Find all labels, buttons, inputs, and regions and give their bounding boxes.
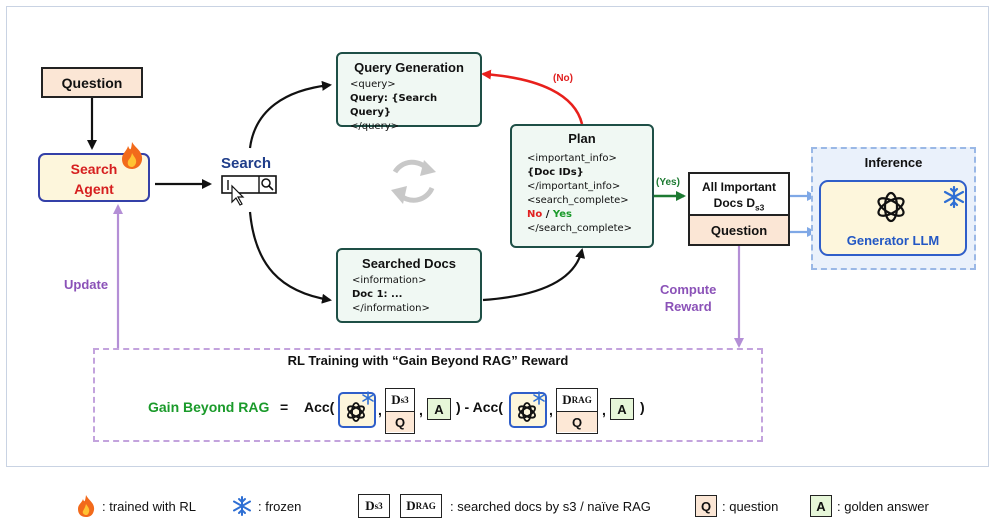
query-generation-box: Query Generation <query> Query: {Search …	[336, 52, 482, 132]
comma-2: ,	[419, 402, 423, 418]
legend-searched: : searched docs by s3 / naïve RAG	[450, 499, 651, 514]
search-complete-close: </search_complete>	[527, 223, 633, 234]
information-close-tag: </information>	[352, 303, 430, 314]
snowflake-icon	[943, 186, 965, 208]
arrow-search-to-query	[248, 80, 332, 149]
cycle-arrowhead-bottom	[391, 186, 407, 204]
doc-ids: {Doc IDs}	[527, 167, 584, 178]
query-close-tag: </query>	[350, 121, 399, 132]
search-agent-line1: Search	[70, 161, 118, 177]
arrow-plan-to-query-no	[481, 69, 584, 125]
arrow-docs-to-plan	[482, 248, 586, 302]
legend-a-box: A	[810, 495, 832, 517]
query-generation-title: Query Generation	[354, 60, 464, 75]
cursor-icon	[231, 184, 245, 206]
information-open-tag: <information>	[352, 275, 427, 286]
comma-1: ,	[378, 402, 382, 418]
all-docs-line1: All Important	[702, 180, 776, 194]
legend-golden: : golden answer	[837, 499, 929, 514]
query-open-tag: <query>	[350, 79, 396, 90]
answer-box-2: A	[610, 398, 634, 420]
searched-docs-title: Searched Docs	[362, 256, 456, 271]
yes-option: Yes	[552, 209, 572, 220]
fire-icon	[78, 495, 95, 517]
legend-frozen: : frozen	[258, 499, 302, 514]
question-right-box: Question	[688, 216, 790, 246]
plan-title: Plan	[568, 131, 596, 146]
openai-logo-icon	[347, 402, 365, 422]
doc-1-line: Doc 1: ...	[352, 289, 403, 300]
comma-3: ,	[549, 402, 553, 418]
openai-logo-icon	[877, 191, 905, 223]
search-complete-open: <search_complete>	[527, 195, 629, 206]
no-yes-line: No / Yes	[527, 209, 572, 220]
fire-icon	[122, 142, 143, 169]
generator-llm-label: Generator LLM	[846, 233, 940, 248]
legend-q-box: Q	[695, 495, 717, 517]
close-acc: )	[640, 399, 645, 415]
edge-yes-label: (Yes)	[656, 177, 680, 188]
no-option: No	[527, 209, 543, 220]
rl-training-title: RL Training with “Gain Beyond RAG” Rewar…	[287, 353, 569, 368]
legend-trained: : trained with RL	[102, 499, 196, 514]
all-docs-box: All Important Docs Ds3	[688, 172, 790, 216]
comma-4: ,	[602, 402, 606, 418]
query-content: Query: {Search Query}	[350, 93, 438, 118]
answer-box-1: A	[427, 398, 451, 420]
edge-no-label: (No)	[553, 73, 573, 84]
arrow-search-to-docs	[248, 211, 332, 304]
important-info-open: <important_info>	[527, 153, 617, 164]
compute-reward-label: Compute Reward	[660, 282, 717, 314]
legend-question: : question	[722, 499, 779, 514]
llm-icon-box-2	[509, 392, 547, 428]
all-docs-line2: Docs Ds3	[713, 196, 765, 213]
gain-beyond-rag-label: Gain Beyond RAG	[148, 399, 270, 415]
plan-box: Plan <important_info> {Doc IDs} </import…	[510, 124, 654, 248]
question-box: Question	[41, 67, 143, 98]
acc-open-1: Acc(	[304, 399, 335, 415]
snowflake-icon	[533, 391, 545, 405]
llm-icon-box-1	[338, 392, 376, 428]
formula-equals: =	[280, 399, 289, 415]
search-label: Search	[221, 155, 272, 172]
update-label: Update	[64, 277, 109, 292]
important-info-close: </important_info>	[527, 181, 621, 192]
cycle-arrowhead-top	[420, 160, 436, 176]
close-minus-acc: ) - Acc(	[456, 399, 503, 415]
snowflake-icon	[233, 496, 251, 516]
openai-logo-icon	[518, 402, 536, 422]
search-agent-line2: Agent	[74, 181, 114, 197]
searched-docs-box: Searched Docs <information> Doc 1: ... <…	[336, 248, 482, 323]
inference-title: Inference	[864, 155, 923, 170]
search-bar-icon	[221, 175, 277, 194]
rl-training-panel: RL Training with “Gain Beyond RAG” Rewar…	[93, 348, 763, 442]
snowflake-icon	[362, 391, 374, 405]
